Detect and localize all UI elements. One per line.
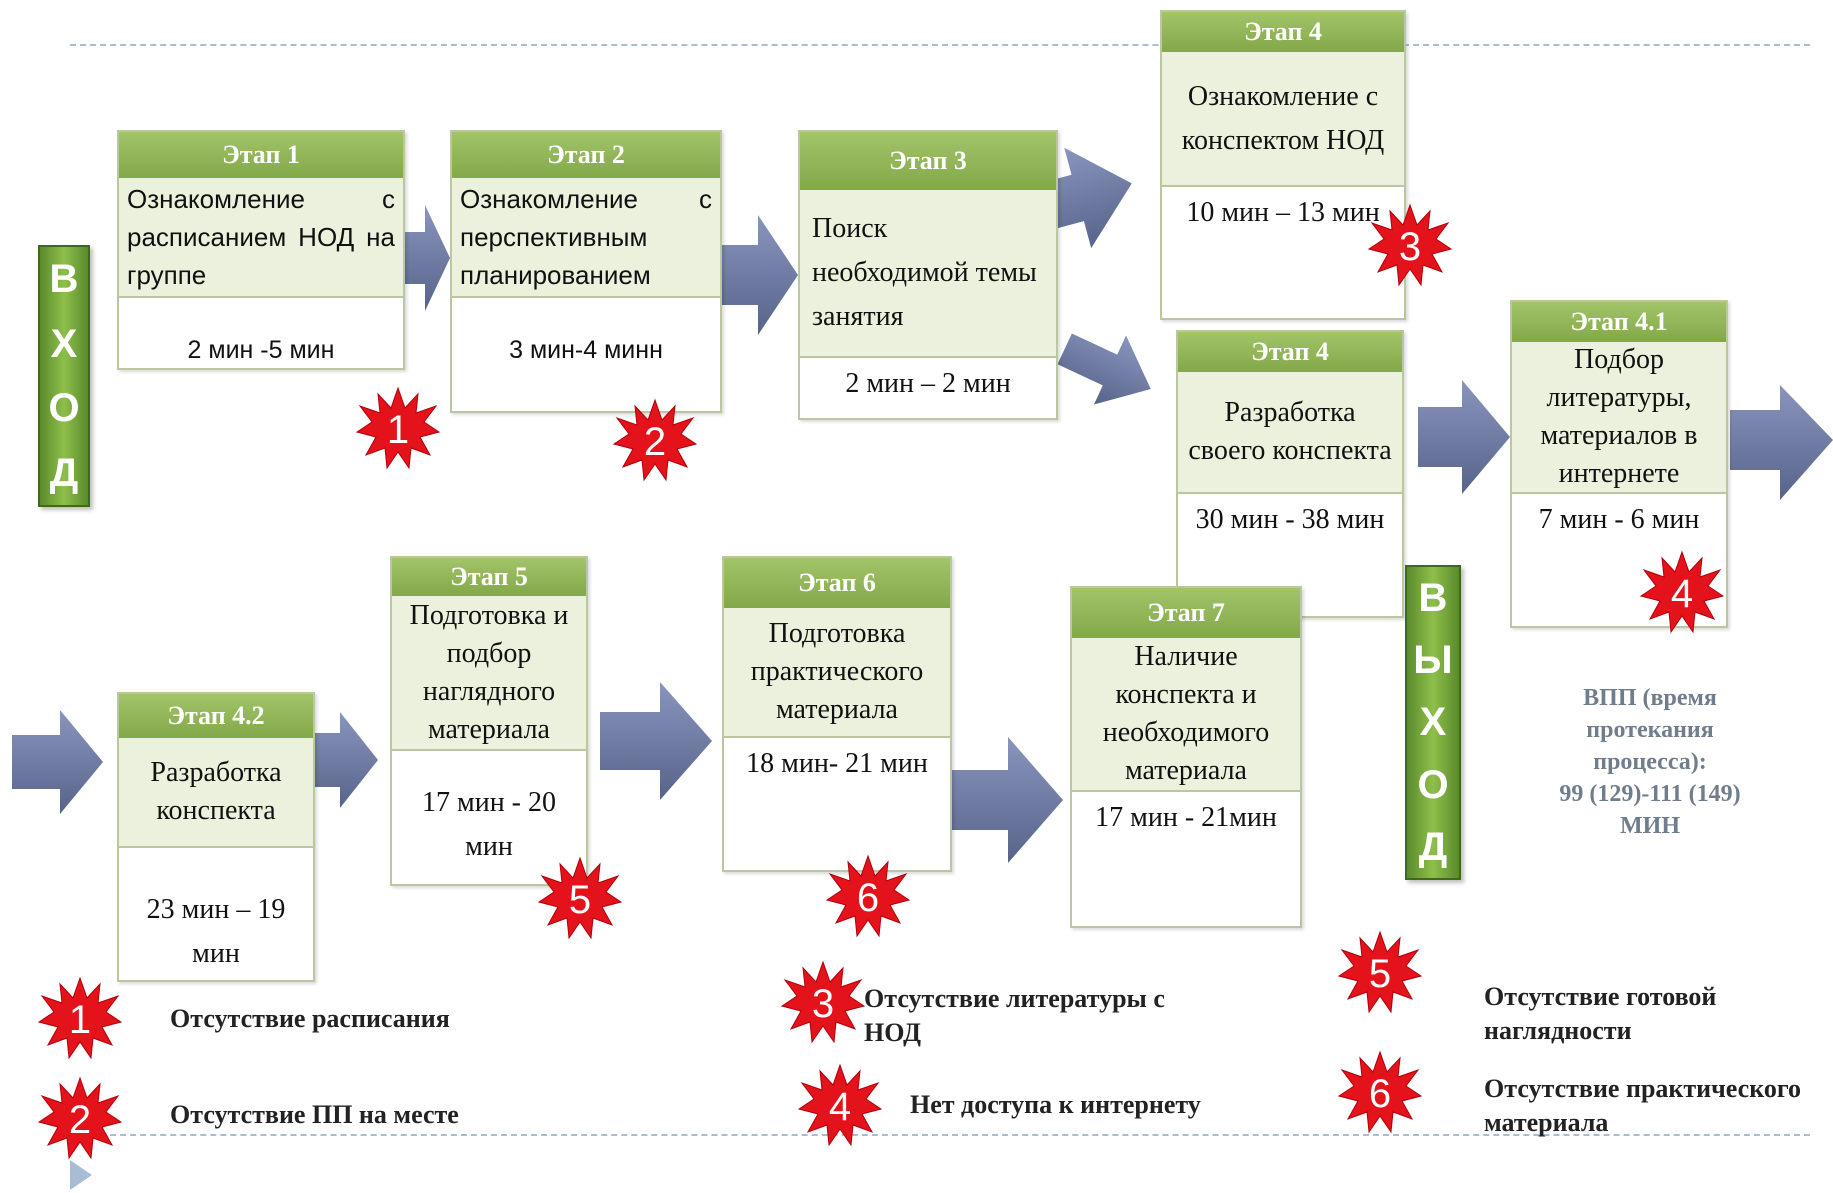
problem-marker-4: 4 bbox=[1640, 551, 1724, 633]
marker-number: 3 bbox=[1399, 225, 1421, 269]
marker-number: 2 bbox=[644, 420, 666, 464]
stage-task: Ознакомление с расписанием НОД на группе bbox=[119, 178, 403, 298]
problem-marker-6: 6 bbox=[826, 855, 910, 937]
marker-number: 3 bbox=[812, 982, 834, 1026]
exit-letter: Д bbox=[1418, 824, 1448, 869]
stage-time: 2 мин -5 мин bbox=[187, 336, 335, 364]
stage-7-box: Этап 7 Наличие конспекта и необходимого … bbox=[1070, 586, 1302, 928]
marker-number: 6 bbox=[857, 876, 879, 920]
marker-number: 1 bbox=[387, 408, 409, 452]
arrow-in-42 bbox=[12, 710, 103, 814]
legend-marker-1: 1 bbox=[38, 977, 122, 1059]
bottom-divider bbox=[70, 1134, 1810, 1136]
marker-number: 5 bbox=[569, 878, 591, 922]
stage-3-box: Этап 3 Поиск необходимой темы занятия 2 … bbox=[798, 130, 1058, 420]
stage-time: 7 мин - 6 мин bbox=[1538, 504, 1700, 535]
stage-5-box: Этап 5 Подготовка и подбор наглядного ма… bbox=[390, 556, 588, 886]
stage-4-2-box: Этап 4.2 Разработка конспекта 23 мин – 1… bbox=[117, 692, 315, 982]
stage-task: Разработка своего конспекта bbox=[1178, 372, 1402, 494]
stage-task: Подготовка и подбор наглядного материала bbox=[392, 596, 586, 751]
stage-task: Ознакомление с перспективным планировани… bbox=[452, 178, 720, 298]
entrance-letter: В bbox=[49, 257, 79, 302]
legend-text-4: Нет доступа к интернету bbox=[910, 1090, 1201, 1119]
stage-task: Ознакомление с конспектом НОД bbox=[1162, 52, 1404, 187]
stage-time: 17 мин - 21мин bbox=[1095, 802, 1277, 833]
vpp-label: ВПП (время протекания процесса): bbox=[1583, 685, 1717, 775]
entrance-letter: Д bbox=[49, 450, 79, 495]
stage-4b-box: Этап 4 Разработка своего конспекта 30 ми… bbox=[1176, 330, 1404, 618]
entrance-letter: О bbox=[48, 386, 80, 431]
stage-1-box: Этап 1 Ознакомление с расписанием НОД на… bbox=[117, 130, 405, 370]
stage-time: 17 мин - 20 мин bbox=[421, 787, 556, 862]
stage-title: Этап 2 bbox=[452, 132, 720, 178]
arrow-41-out bbox=[1730, 385, 1833, 500]
stage-title: Этап 4 bbox=[1178, 332, 1402, 372]
stage-2-box: Этап 2 Ознакомление с перспективным план… bbox=[450, 130, 722, 413]
stage-title: Этап 7 bbox=[1072, 588, 1300, 638]
stage-title: Этап 3 bbox=[800, 132, 1056, 190]
stage-title: Этап 4 bbox=[1162, 12, 1404, 52]
stage-task: Подготовка практического материала bbox=[724, 608, 950, 738]
marker-number: 6 bbox=[1369, 1072, 1391, 1116]
stage-title: Этап 1 bbox=[119, 132, 403, 178]
marker-number: 4 bbox=[1671, 572, 1693, 616]
legend-text-5: Отсутствие готовой наглядности bbox=[1484, 982, 1717, 1045]
stage-task: Разработка конспекта bbox=[119, 738, 313, 848]
arrow-42-to-5 bbox=[312, 712, 378, 808]
stage-task: Подбор литературы, материалов в интернет… bbox=[1512, 342, 1726, 494]
arrow-3-to-4b bbox=[1057, 333, 1151, 405]
arrow-4b-to-41 bbox=[1418, 380, 1510, 494]
stage-task: Поиск необходимой темы занятия bbox=[800, 190, 1056, 358]
legend-text-6: Отсутствие практического материала bbox=[1484, 1074, 1802, 1137]
stage-time: 3 мин-4 минн bbox=[509, 336, 663, 364]
arrow-2-to-3 bbox=[720, 215, 798, 335]
stage-task: Наличие конспекта и необходимого материа… bbox=[1072, 638, 1300, 792]
stage-time: 10 мин – 13 мин bbox=[1186, 197, 1380, 228]
legend-marker-6: 6 bbox=[1338, 1051, 1422, 1133]
exit-letter: Ы bbox=[1413, 638, 1453, 683]
marker-number: 1 bbox=[69, 998, 91, 1042]
arrow-1-to-2 bbox=[405, 205, 450, 311]
marker-number: 4 bbox=[829, 1085, 851, 1129]
legend-marker-2: 2 bbox=[38, 1077, 122, 1159]
marker-number: 5 bbox=[1369, 952, 1391, 996]
exit-letter: В bbox=[1418, 576, 1448, 621]
stage-time: 23 мин – 19 мин bbox=[146, 894, 286, 969]
stage-title: Этап 4.1 bbox=[1512, 302, 1726, 342]
exit-letter: Х bbox=[1419, 700, 1447, 745]
legend-marker-4: 4 bbox=[798, 1064, 882, 1146]
slide-nav-triangle-icon bbox=[70, 1160, 92, 1190]
stage-4a-box: Этап 4 Ознакомление с конспектом НОД 10 … bbox=[1160, 10, 1406, 320]
stage-title: Этап 6 bbox=[724, 558, 950, 608]
legend-text-3: Отсутствие литературы с НОД bbox=[864, 984, 1165, 1047]
entrance-letter: Х bbox=[50, 321, 78, 366]
stage-title: Этап 4.2 bbox=[119, 694, 313, 738]
vpp-value: 99 (129)-111 (149) МИН bbox=[1559, 781, 1741, 839]
stage-time: 30 мин - 38 мин bbox=[1195, 504, 1385, 535]
problem-marker-1: 1 bbox=[356, 387, 440, 469]
vpp-note: ВПП (время протекания процесса): 99 (129… bbox=[1540, 682, 1760, 842]
exit-letter: О bbox=[1417, 762, 1449, 807]
problem-marker-2: 2 bbox=[613, 399, 697, 481]
entrance-bar: В Х О Д bbox=[38, 245, 90, 507]
exit-bar: В Ы Х О Д bbox=[1405, 565, 1461, 880]
stage-6-box: Этап 6 Подготовка практического материал… bbox=[722, 556, 952, 872]
legend-marker-3: 3 bbox=[781, 961, 865, 1043]
marker-number: 2 bbox=[69, 1098, 91, 1142]
arrow-6-to-7 bbox=[948, 737, 1063, 863]
legend-text-2: Отсутствие ПП на месте bbox=[170, 1100, 459, 1129]
top-divider bbox=[70, 44, 1810, 46]
stage-time: 18 мин- 21 мин bbox=[746, 748, 928, 779]
legend-text-1: Отсутствие расписания bbox=[170, 1004, 450, 1033]
legend-marker-5: 5 bbox=[1338, 931, 1422, 1013]
arrow-5-to-6 bbox=[600, 682, 712, 800]
problem-marker-5: 5 bbox=[538, 857, 622, 939]
problem-marker-3: 3 bbox=[1368, 204, 1452, 286]
stage-time: 2 мин – 2 мин bbox=[845, 368, 1011, 399]
stage-title: Этап 5 bbox=[392, 558, 586, 596]
